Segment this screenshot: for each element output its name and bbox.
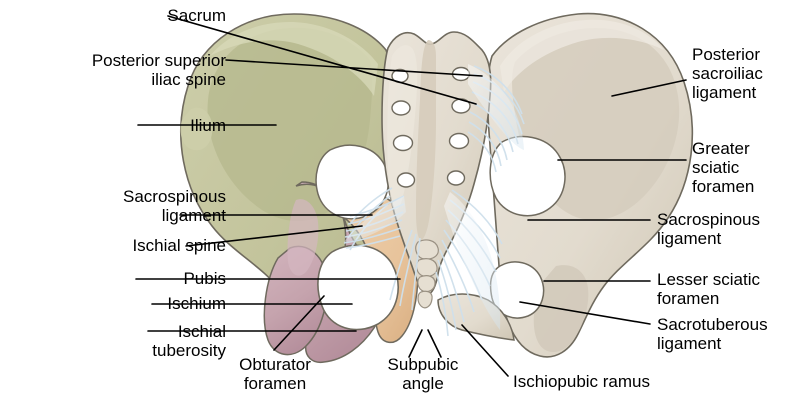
sacral-foramen-l2 <box>391 100 411 116</box>
leader-obturator-foramen <box>273 295 325 351</box>
label-greater-sciatic-foramen: Greater sciatic foramen <box>692 139 755 196</box>
sacral-foramen-r3 <box>448 132 470 150</box>
iliac-tubercle-left <box>180 107 213 151</box>
label-ilium: Ilium <box>190 116 226 135</box>
leader-posterior-sacroiliac-ligament <box>611 79 687 97</box>
coccyx-segment-1 <box>415 239 439 260</box>
leader-sacrotuberous-ligament <box>519 301 651 325</box>
label-sacrum: Sacrum <box>167 6 226 25</box>
leader-subpubic-angle-right <box>427 329 442 358</box>
label-posterior-sacroiliac-ligament: Posterior sacroiliac ligament <box>692 45 763 102</box>
ligament-wash-left <box>344 196 406 242</box>
ligament-wash-lower-right <box>444 192 501 330</box>
coccyx-segment-3 <box>417 275 436 293</box>
leader-ischiopubic-ramus <box>461 324 509 377</box>
label-pubis: Pubis <box>183 269 226 288</box>
label-lesser-sciatic-foramen: Lesser sciatic foramen <box>657 270 760 308</box>
coccyx-segment-2 <box>415 258 438 278</box>
leader-sacrum <box>167 15 477 105</box>
label-obturator-foramen: Obturator foramen <box>239 355 311 393</box>
sacral-foramen-r4 <box>446 170 466 186</box>
ilium-right-crest-highlight <box>500 19 664 92</box>
ischium-left-highlight <box>287 199 319 276</box>
leader-ischial-spine <box>185 225 363 247</box>
label-posterior-superior-iliac-spine: Posterior superior iliac spine <box>91 51 226 89</box>
leader-posterior-superior-iliac-spine <box>225 59 483 77</box>
sacral-foramen-l3 <box>392 134 414 152</box>
sacral-foramina-left <box>391 68 416 188</box>
ligament-wash-right <box>468 64 524 150</box>
sacrum-median-crest <box>416 40 436 240</box>
sacral-foramina-right <box>446 66 471 186</box>
label-ischial-tuberosity: Ischial tuberosity <box>152 322 226 360</box>
leader-lines <box>135 15 687 377</box>
coccyx-tip <box>417 290 433 309</box>
obturator-foramen-left <box>317 244 399 331</box>
label-sacrotuberous-ligament: Sacrotuberous ligament <box>657 315 768 353</box>
sacrum-highlight <box>387 45 418 210</box>
leader-subpubic-angle-left <box>408 329 423 358</box>
sacrococcygeal-fibers <box>389 229 421 311</box>
label-sacrospinous-ligament-left: Sacrospinous ligament <box>122 187 226 225</box>
label-sacrospinous-ligament-right: Sacrospinous ligament <box>657 210 761 248</box>
label-ischium: Ischium <box>167 294 226 313</box>
coccyx <box>415 239 439 309</box>
sacral-foramen-l4 <box>396 172 416 188</box>
label-subpubic-angle: Subpubic angle <box>387 355 459 393</box>
sacrum <box>381 31 492 309</box>
greater-sciatic-notch-right <box>489 135 566 217</box>
label-ischiopubic-ramus: Ischiopubic ramus <box>513 372 651 391</box>
label-ischial-spine: Ischial spine <box>132 236 226 255</box>
